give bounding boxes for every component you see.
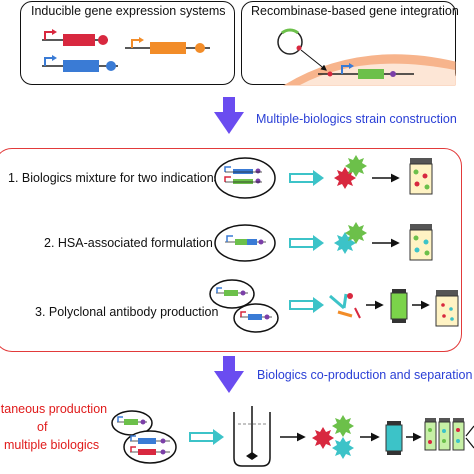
- teal-arrow-1: [289, 170, 324, 186]
- strategy-3-label: 3. Polyclonal antibody production: [35, 305, 219, 319]
- column-bottom: [385, 421, 403, 455]
- teal-arrow-bottom: [189, 429, 224, 445]
- vial-1: [409, 158, 433, 195]
- proteins-1: [334, 155, 367, 189]
- column-3: [390, 289, 408, 323]
- strain-bottom-b: [123, 430, 177, 464]
- strategy-2-label: 2. HSA-associated formulation: [44, 236, 213, 250]
- vials-bottom: [424, 418, 465, 451]
- proteins-2: [334, 222, 367, 254]
- bottom-line-3: multiple biologics: [4, 438, 100, 452]
- antibody-fragments: [329, 293, 361, 319]
- bottom-line-2: of: [37, 420, 48, 434]
- strategy-1-label: 1. Biologics mixture for two indications: [8, 171, 220, 185]
- vial-2: [409, 224, 433, 261]
- panel-inducible-expression: [20, 1, 235, 85]
- teal-arrow-3: [289, 297, 324, 313]
- integrated-construct: [318, 63, 414, 79]
- vial-3: [435, 290, 459, 327]
- strain-2-cell: [214, 224, 276, 262]
- purple-arrow-1: [214, 97, 244, 134]
- bioreactor: [233, 406, 271, 467]
- teal-arrow-2: [289, 235, 324, 251]
- strain-3b-cell: [233, 303, 279, 333]
- panel-title-right: Recombinase-based gene integration: [251, 4, 459, 18]
- plasmid: [277, 28, 327, 71]
- strategies-panel: [0, 148, 462, 352]
- step-label-coproduction: Biologics co-production and separation: [257, 368, 473, 382]
- proteins-bottom: [312, 415, 354, 459]
- bracket-lines: [465, 425, 474, 449]
- bottom-line-1: ltaneous production: [0, 402, 108, 416]
- purple-arrow-2: [214, 356, 244, 393]
- construct-blue: [42, 55, 118, 72]
- strain-3a-cell: [209, 279, 255, 309]
- panel-title-left: Inducible gene expression systems: [31, 4, 226, 18]
- construct-red: [42, 29, 108, 46]
- strain-1-cell: [214, 157, 276, 199]
- step-label-strain-construction: Multiple-biologics strain construction: [256, 112, 457, 126]
- construct-orange: [125, 37, 210, 54]
